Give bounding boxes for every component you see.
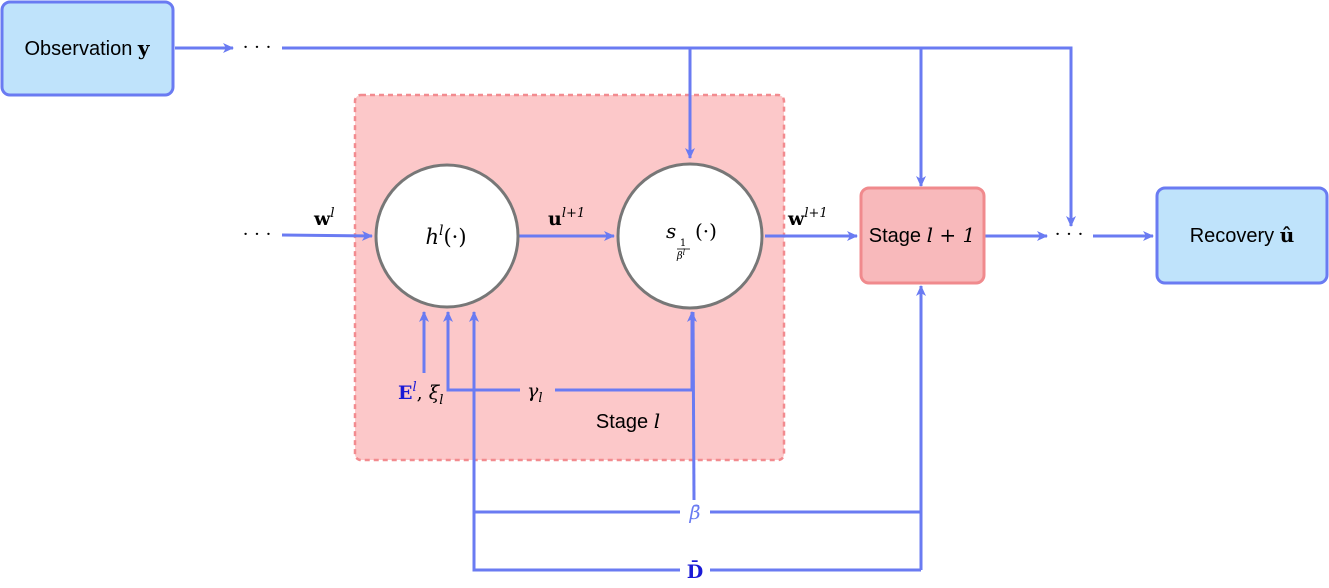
svg-text:s: s (666, 219, 676, 243)
w-l-label: wl (313, 206, 335, 230)
gamma-label: γl (527, 380, 543, 406)
recovery-box (1155, 186, 1329, 285)
observation-label: Observation y (24, 36, 150, 60)
stage-next-box (859, 186, 986, 285)
h-node-label: hl(·) (425, 223, 466, 249)
connection-lines (175, 43, 1154, 572)
observation-box (0, 0, 175, 97)
svg-text:(·): (·) (695, 219, 717, 243)
u-l1-label: ul+1 (548, 206, 585, 230)
e-xi-label: El, ξl (398, 380, 443, 408)
recovery-label: Recovery û (1190, 223, 1295, 247)
w-l1-label: wl+1 (787, 206, 828, 230)
d-bar-label: D̄ (687, 561, 703, 583)
s-node-label: s 1 βl (·) (666, 219, 717, 262)
s-node (616, 162, 764, 310)
stage-current-label: Stage l (596, 409, 660, 433)
h-node (374, 163, 520, 309)
beta-bar-label: β̄ (689, 502, 701, 524)
ellipsis-top: · · · (243, 37, 272, 58)
stage-next-label: Stage l + 1 (869, 223, 975, 247)
ellipsis-left: · · · (243, 224, 272, 245)
svg-text:1: 1 (680, 238, 686, 249)
svg-text:βl: βl (676, 248, 686, 262)
ellipsis-right: · · · (1055, 224, 1084, 245)
